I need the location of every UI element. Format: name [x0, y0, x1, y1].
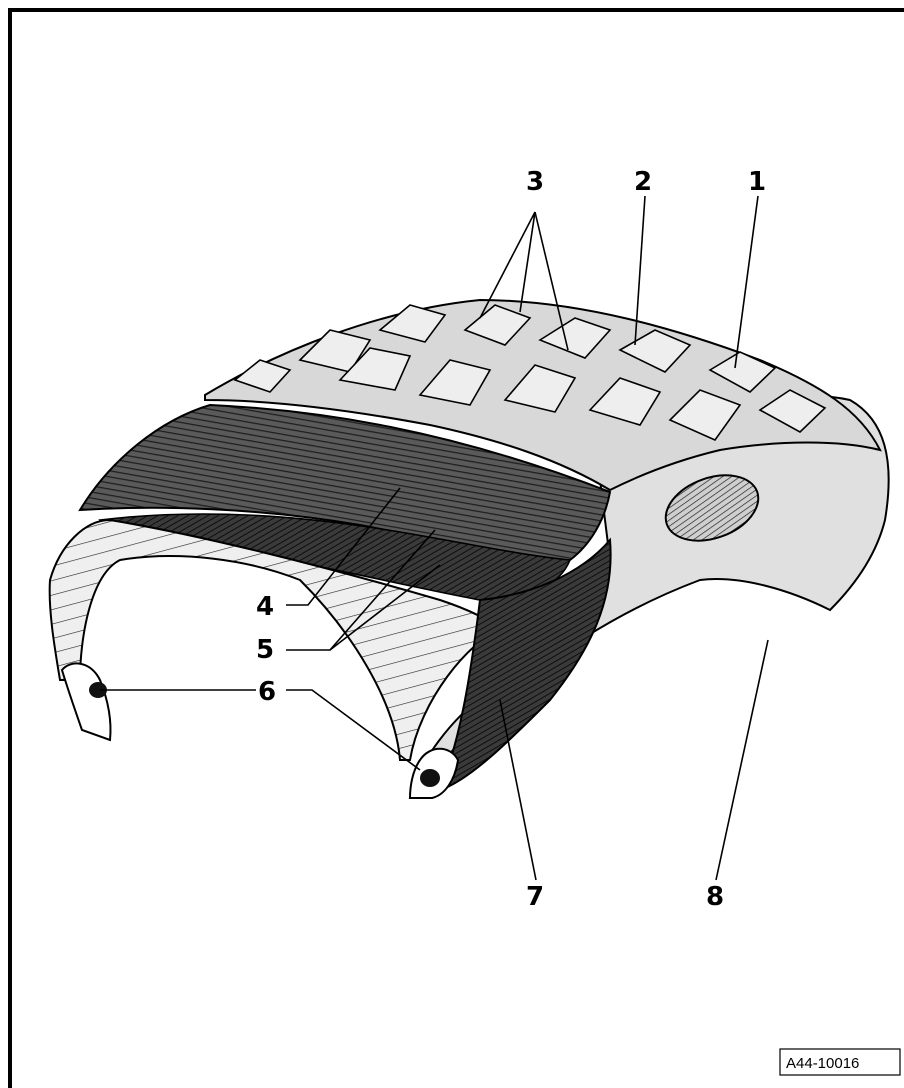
callout-3: 3	[526, 167, 544, 197]
sidewall-emblem	[664, 474, 760, 542]
bead-core-left	[89, 682, 107, 698]
tire-inner-liner	[48, 518, 502, 761]
callout-5: 5	[256, 635, 274, 665]
tread-blocks	[233, 304, 827, 441]
figure-ref-box	[779, 1048, 901, 1076]
callout-6: 6	[258, 677, 276, 707]
figure-frame	[8, 8, 904, 1088]
callout-7: 7	[526, 882, 544, 912]
leader-lines	[100, 195, 769, 881]
tire-bead-left	[60, 662, 112, 742]
callout-1: 1	[748, 167, 766, 197]
callout-4: 4	[256, 592, 274, 622]
callout-2: 2	[634, 167, 652, 197]
bead-core-right	[420, 769, 440, 787]
tire-carcass	[438, 537, 612, 792]
tire-cap-ply	[78, 403, 612, 562]
callout-8: 8	[706, 882, 724, 912]
figure-ref: A44-10016	[786, 1055, 859, 1072]
